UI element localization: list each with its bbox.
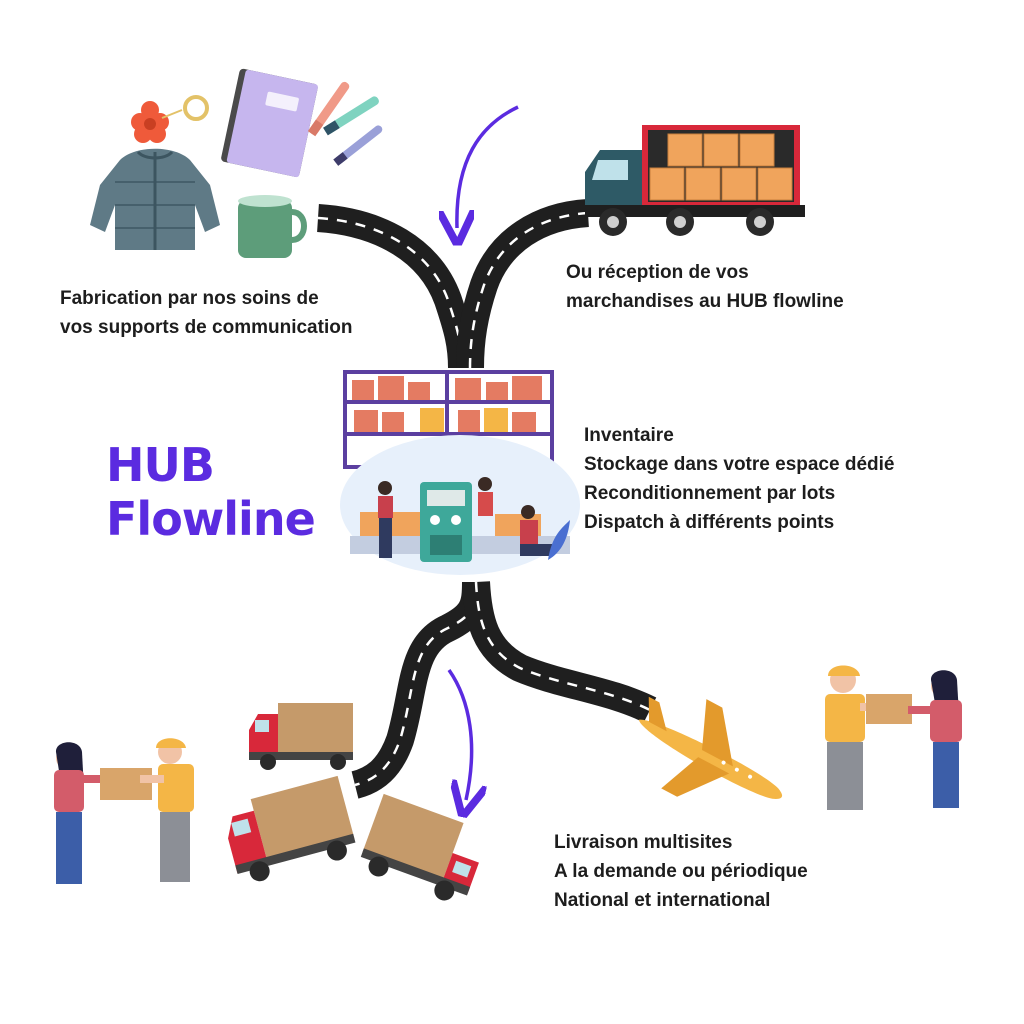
woman-receiver-left — [54, 742, 108, 884]
manufacturing-line-2: vos supports de communication — [60, 317, 353, 338]
courier-right — [825, 665, 882, 810]
woman-receiver-right — [908, 670, 962, 808]
hub-title-line2: Flowline — [106, 492, 316, 546]
service-inventory: Inventaire — [584, 425, 674, 446]
small-trucks-icon — [228, 703, 479, 901]
reception-line-2: marchandises au HUB flowline — [566, 291, 844, 312]
service-storage: Stockage dans votre espace dédié — [584, 454, 895, 475]
manufacturing-text: Fabrication par nos soins de vos support… — [60, 284, 352, 342]
mug-icon — [238, 195, 307, 258]
notebook-icon — [221, 68, 318, 178]
delivery-frequency: A la demande ou périodique — [554, 861, 808, 882]
parcel-box — [100, 768, 152, 800]
delivery-multisite: Livraison multisites — [554, 832, 733, 853]
road-network — [316, 199, 657, 799]
delivery-truck-icon — [585, 125, 805, 236]
pens-icon — [307, 81, 383, 166]
outbound-arrow-icon — [447, 668, 472, 800]
jacket-icon — [90, 148, 220, 250]
truck-top — [249, 703, 353, 770]
hub-services-text: Inventaire Stockage dans votre espace dé… — [584, 421, 894, 537]
reception-line-1: Ou réception de vos — [566, 262, 749, 283]
road-from-truck — [456, 199, 590, 369]
flower-keychain-icon — [131, 95, 209, 143]
inbound-arrow-icon — [457, 105, 519, 228]
package-handover-icon — [54, 738, 194, 884]
goods-cluster — [90, 68, 383, 258]
road-to-airplane — [462, 581, 657, 723]
worker-left — [378, 481, 393, 558]
service-dispatch: Dispatch à différents points — [584, 512, 835, 533]
delivery-scope: National et international — [554, 890, 771, 911]
conveyor-machine — [420, 482, 472, 562]
reception-text: Ou réception de vos marchandises au HUB … — [566, 258, 844, 316]
parcel-box-right — [866, 694, 912, 724]
package-handover-right-icon — [825, 665, 962, 810]
airplane-icon — [638, 696, 783, 799]
service-repackaging: Reconditionnement par lots — [584, 483, 836, 504]
warehouse-icon — [340, 370, 580, 575]
courier-left — [140, 738, 194, 882]
worker-center — [478, 477, 493, 516]
worker-right — [520, 505, 552, 556]
truck-middle — [228, 775, 356, 882]
truck-bottom — [360, 793, 479, 901]
manufacturing-line-1: Fabrication par nos soins de — [60, 288, 319, 309]
hub-title-line1: HUB — [106, 438, 215, 492]
delivery-text: Livraison multisites A la demande ou pér… — [554, 828, 808, 915]
hub-title: HUB Flowline — [106, 438, 316, 546]
